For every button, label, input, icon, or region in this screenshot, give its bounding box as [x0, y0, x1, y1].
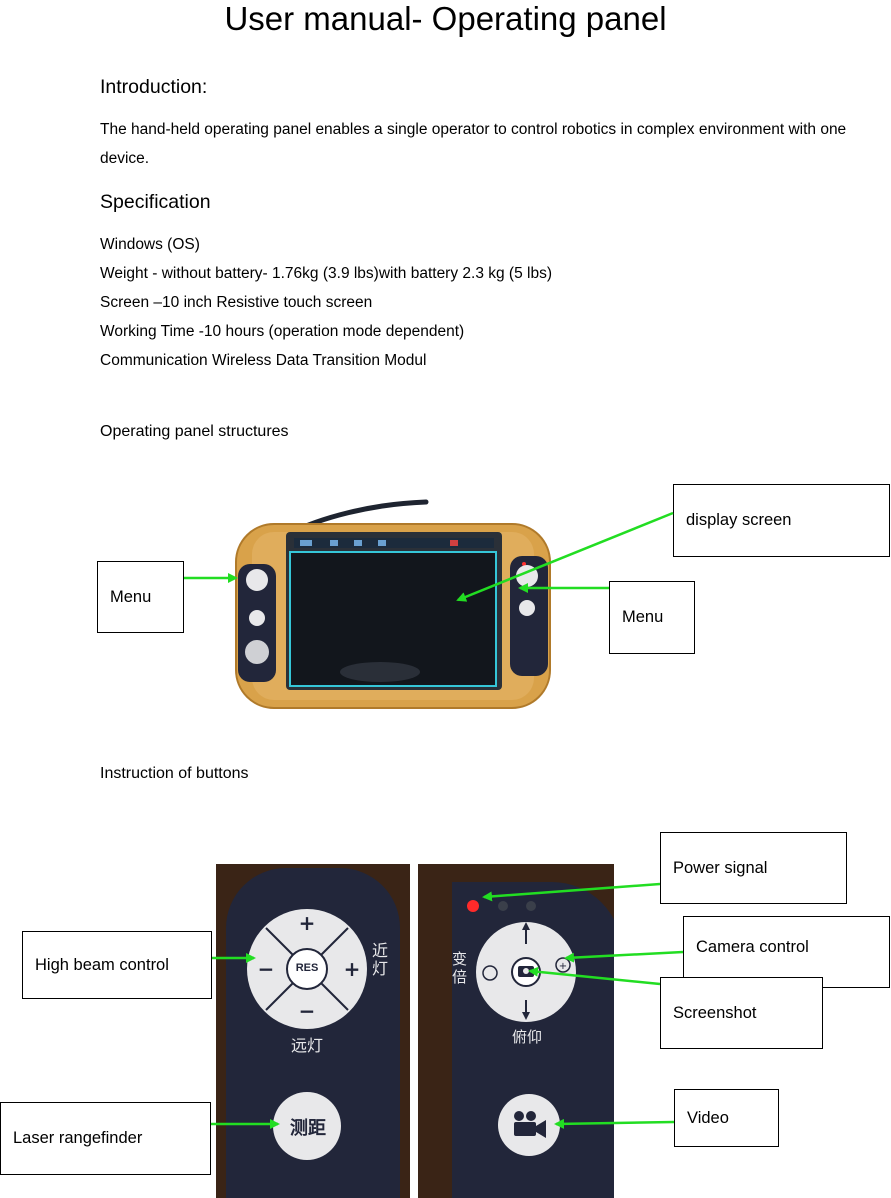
svg-text:−: −	[299, 999, 316, 1023]
buttons-caption: Instruction of buttons	[100, 765, 249, 782]
screenshot-label: Screenshot	[660, 977, 823, 1049]
specification-heading: Specification	[100, 191, 211, 213]
zoom-text: 变倍	[452, 950, 468, 986]
spec-communication: Communication Wireless Data Transition M…	[100, 352, 427, 369]
high-beam-control-label: High beam control	[22, 931, 212, 999]
tilt-text: 俯仰	[511, 1028, 542, 1046]
ranging-button-text: 测距	[290, 1118, 326, 1139]
page-title: User manual- Operating panel	[224, 0, 667, 37]
video-label: Video	[674, 1089, 779, 1147]
camera-control-graphic: +	[467, 900, 576, 1156]
right-button-panel: + 变倍 俯仰	[418, 864, 614, 1198]
camera-control-label: Camera control	[683, 916, 890, 988]
res-button-text: RES	[295, 962, 319, 974]
left-button-panel: + + − − RES 近灯 远灯 测距	[216, 864, 410, 1198]
dpad-light-graphic: + + − −	[247, 909, 367, 1160]
laser-rangefinder-label: Laser rangefinder	[0, 1102, 211, 1175]
spec-os: Windows (OS)	[100, 236, 200, 253]
far-light-text: 远灯	[290, 1036, 323, 1055]
menu-right-label: Menu	[609, 581, 695, 654]
introduction-text: The hand-held operating panel enables a …	[100, 121, 847, 167]
introduction-heading: Introduction:	[100, 76, 208, 98]
specification-list: Windows (OS) Weight - without battery- 1…	[100, 230, 552, 375]
svg-text:+: +	[559, 961, 567, 972]
display-screen-label: display screen	[673, 484, 890, 557]
svg-text:+: +	[344, 957, 361, 981]
near-light-text: 近灯	[372, 941, 389, 978]
operating-panel-device-image	[235, 499, 551, 709]
svg-text:+: +	[299, 911, 316, 935]
power-signal-label: Power signal	[660, 832, 847, 904]
svg-text:−: −	[258, 957, 275, 981]
spec-weight: Weight - without battery- 1.76kg (3.9 lb…	[100, 265, 552, 282]
spec-working-time: Working Time -10 hours (operation mode d…	[100, 323, 465, 340]
spec-screen: Screen –10 inch Resistive touch screen	[100, 294, 373, 311]
structures-caption: Operating panel structures	[100, 423, 289, 440]
menu-left-label: Menu	[97, 561, 184, 633]
